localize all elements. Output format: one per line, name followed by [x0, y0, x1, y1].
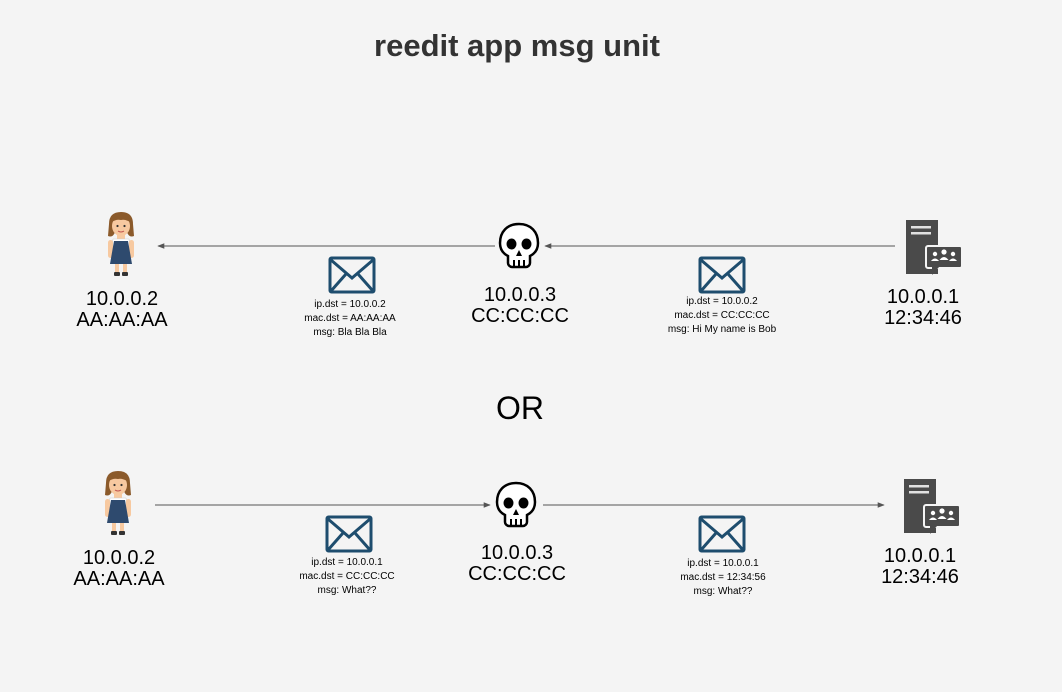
envelope-icon: [698, 515, 746, 553]
msg-ip-dst: ip.dst = 10.0.0.1: [687, 558, 759, 569]
attacker-ip: 10.0.0.3: [480, 542, 554, 564]
msg-mac-dst: mac.dst = CC:CC:CC: [674, 310, 770, 321]
envelope-icon: [698, 256, 746, 294]
server-ip: 10.0.0.1: [883, 545, 957, 567]
message-label-top-right: ip.dst = 10.0.0.2 mac.dst = CC:CC:CC msg…: [622, 295, 822, 337]
client-girl-icon: [107, 211, 135, 277]
msg-mac-dst: mac.dst = 12:34:56: [680, 572, 766, 583]
msg-mac-dst: mac.dst = AA:AA:AA: [304, 313, 396, 324]
server-label-top: 10.0.0.1 12:34:46: [843, 287, 1003, 329]
attacker-mac: CC:CC:CC: [471, 305, 569, 327]
attacker-skull-icon: [495, 481, 537, 528]
msg-ip-dst: ip.dst = 10.0.0.2: [686, 296, 758, 307]
attacker-mac: CC:CC:CC: [468, 563, 566, 585]
server-chat-icon: [905, 219, 963, 276]
envelope-icon: [325, 515, 373, 553]
attacker-skull-icon: [498, 222, 540, 269]
server-mac: 12:34:46: [884, 307, 962, 329]
message-label-bottom-right: ip.dst = 10.0.0.1 mac.dst = 12:34:56 msg…: [623, 557, 823, 599]
client-ip: 10.0.0.2: [82, 547, 156, 569]
server-mac: 12:34:46: [881, 566, 959, 588]
message-label-top-left: ip.dst = 10.0.0.2 mac.dst = AA:AA:AA msg…: [250, 298, 450, 340]
msg-mac-dst: mac.dst = CC:CC:CC: [299, 571, 395, 582]
msg-body: msg: Hi My name is Bob: [667, 324, 777, 335]
message-label-bottom-left: ip.dst = 10.0.0.1 mac.dst = CC:CC:CC msg…: [247, 556, 447, 598]
client-label-bottom: 10.0.0.2 AA:AA:AA: [39, 548, 199, 590]
client-ip: 10.0.0.2: [85, 288, 159, 310]
server-label-bottom: 10.0.0.1 12:34:46: [840, 546, 1000, 588]
server-ip: 10.0.0.1: [886, 286, 960, 308]
envelope-icon: [328, 256, 376, 294]
page-title: reedit app msg unit: [374, 28, 660, 63]
msg-ip-dst: ip.dst = 10.0.0.2: [314, 299, 386, 310]
client-mac: AA:AA:AA: [76, 309, 168, 331]
client-girl-icon: [104, 470, 132, 536]
msg-body: msg: Bla Bla Bla: [313, 327, 387, 338]
client-label-top: 10.0.0.2 AA:AA:AA: [42, 289, 202, 331]
attacker-ip: 10.0.0.3: [483, 284, 557, 306]
msg-body: msg: What??: [693, 586, 753, 597]
or-separator: OR: [496, 390, 544, 426]
client-mac: AA:AA:AA: [73, 568, 165, 590]
attacker-label-top: 10.0.0.3 CC:CC:CC: [440, 285, 600, 327]
attacker-label-bottom: 10.0.0.3 CC:CC:CC: [437, 543, 597, 585]
msg-ip-dst: ip.dst = 10.0.0.1: [311, 557, 383, 568]
msg-body: msg: What??: [317, 585, 377, 596]
server-chat-icon: [903, 478, 961, 535]
